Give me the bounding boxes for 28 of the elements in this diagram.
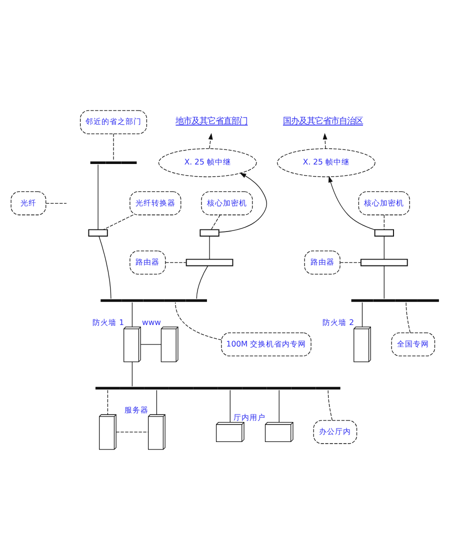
node-box — [360, 258, 408, 266]
connector — [107, 389, 108, 414]
arrow — [328, 175, 376, 230]
arrow — [208, 132, 213, 148]
connector — [362, 302, 363, 327]
node-box — [88, 228, 108, 236]
connector — [113, 132, 114, 161]
connector — [103, 214, 134, 230]
node-text: 国办及其它省市自治区 — [282, 115, 363, 126]
connector — [278, 389, 280, 422]
connector — [46, 202, 67, 204]
arrow — [218, 172, 267, 232]
connector — [156, 389, 158, 414]
arrow — [322, 132, 328, 148]
connector — [328, 389, 333, 420]
connector — [132, 361, 133, 386]
connector — [116, 431, 148, 432]
connector — [196, 265, 208, 298]
connector — [175, 302, 222, 340]
connector — [209, 235, 210, 260]
connector — [210, 214, 220, 230]
node-text: 地市及其它省直部门 — [176, 115, 248, 126]
node-box — [186, 258, 234, 266]
node-box — [374, 228, 394, 236]
connector — [406, 302, 411, 332]
connector — [132, 302, 133, 327]
connector — [98, 235, 112, 298]
node-box — [200, 228, 220, 236]
